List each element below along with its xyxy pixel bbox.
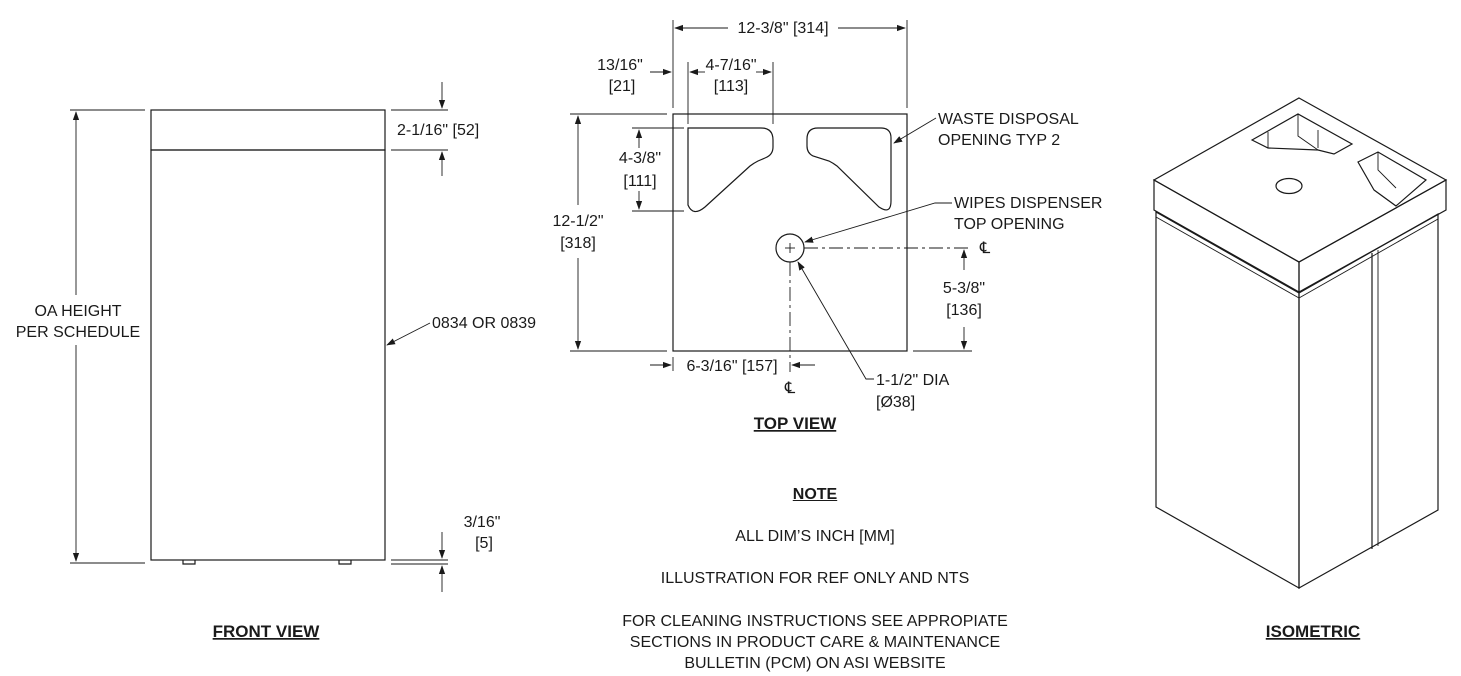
hole-center-y-label-2: [136] [946,302,982,319]
hole-center-x-dimension: 6-3/16" [157] [650,357,815,375]
edge-offset-label-2: [21] [609,78,636,95]
iso-lid-top [1152,97,1448,263]
wipes-callout-label-1: WIPES DISPENSER [954,195,1102,212]
overall-depth-dimension: 12-1/2" [318] [552,113,667,352]
hole-center-y-label-1: 5-3/8" [943,280,985,297]
opening-depth-dimension: 4-3/8" [111] [619,127,684,212]
lid-height-label: 2-1/16" [52] [397,122,479,139]
iso-lid-right [1298,178,1447,294]
overall-depth-label-2: [318] [560,235,596,252]
overall-width-dimension: 12-3/8" [314] [672,20,908,108]
iso-body-right [1298,212,1439,590]
hole-dia-label-2: [Ø38] [876,394,915,411]
iso-opening-back [1250,113,1354,155]
foot-height-label-1: 3/16" [464,514,501,531]
waste-callout-leader [893,117,937,144]
opening-width-label-1: 4-7/16" [705,57,756,74]
top-view-title: TOP VIEW [754,414,837,433]
hole-dia-leader [797,261,874,380]
height-label-line-2: PER SCHEDULE [16,324,140,341]
lid-height-dimension: 2-1/16" [52] [391,82,479,176]
hole-dia-label-1: 1-1/2" DIA [876,372,950,389]
front-foot-left [182,560,196,565]
edge-offset-dimension: 13/16" [21] [597,57,689,124]
overall-depth-label-1: 12-1/2" [552,213,603,230]
note-line-3c: BULLETIN (PCM) ON ASI WEBSITE [684,655,946,672]
wipes-callout-leader [804,202,952,243]
centerline-symbol-bottom: ℄ [784,380,796,397]
note-line-3b: SECTIONS IN PRODUCT CARE & MAINTENANCE [629,634,1001,651]
overall-width-label: 12-3/8" [314] [737,20,828,37]
hole-center-x-label: 6-3/16" [157] [686,358,777,375]
wipes-callout-label-2: TOP OPENING [954,216,1065,233]
iso-lid-left [1153,178,1300,294]
front-view-title: FRONT VIEW [213,622,321,641]
height-label-line-1: OA HEIGHT [34,303,121,320]
iso-body-left [1155,210,1300,590]
front-foot-right [338,560,352,565]
top-view: ℄ ℄ 12-3/8" [314] 13/16" [21] 4-7/16" [1… [552,20,1102,433]
opening-depth-label-1: 4-3/8" [619,150,661,167]
waste-opening-left [687,127,774,213]
opening-width-dimension: 4-7/16" [113] [689,57,774,124]
hole-center-y-dimension: 5-3/8" [136] [913,249,985,352]
foot-height-label-2: [5] [475,535,493,552]
iso-opening-right [1357,151,1428,207]
foot-height-dimension: 3/16" [5] [391,514,500,592]
note-line-1: ALL DIM’S INCH [MM] [735,528,895,545]
note-heading: NOTE [792,486,838,503]
opening-depth-label-2: [111] [623,173,656,190]
model-callout-leader [386,322,431,346]
edge-offset-label-1: 13/16" [597,57,643,74]
waste-opening-right [806,127,892,211]
overall-height-dimension: OA HEIGHT PER SCHEDULE [16,109,145,564]
isometric-view: ISOMETRIC [1152,97,1448,641]
note-line-2: ILLUSTRATION FOR REF ONLY AND NTS [660,570,970,587]
centerline-symbol-right: ℄ [979,240,991,257]
waste-callout-label-1: WASTE DISPOSAL [938,111,1079,128]
waste-callout-label-2: OPENING TYP 2 [938,132,1060,149]
iso-wipes-hole [1275,177,1303,195]
note-line-3a: FOR CLEANING INSTRUCTIONS SEE APPROPIATE [622,613,1008,630]
model-callout-label: 0834 OR 0839 [432,315,536,332]
isometric-title: ISOMETRIC [1266,622,1360,641]
front-body [150,149,386,561]
front-view: OA HEIGHT PER SCHEDULE 2-1/16" [52] 3/16… [16,82,536,641]
front-lid [150,109,386,151]
opening-width-label-2: [113] [714,78,748,95]
